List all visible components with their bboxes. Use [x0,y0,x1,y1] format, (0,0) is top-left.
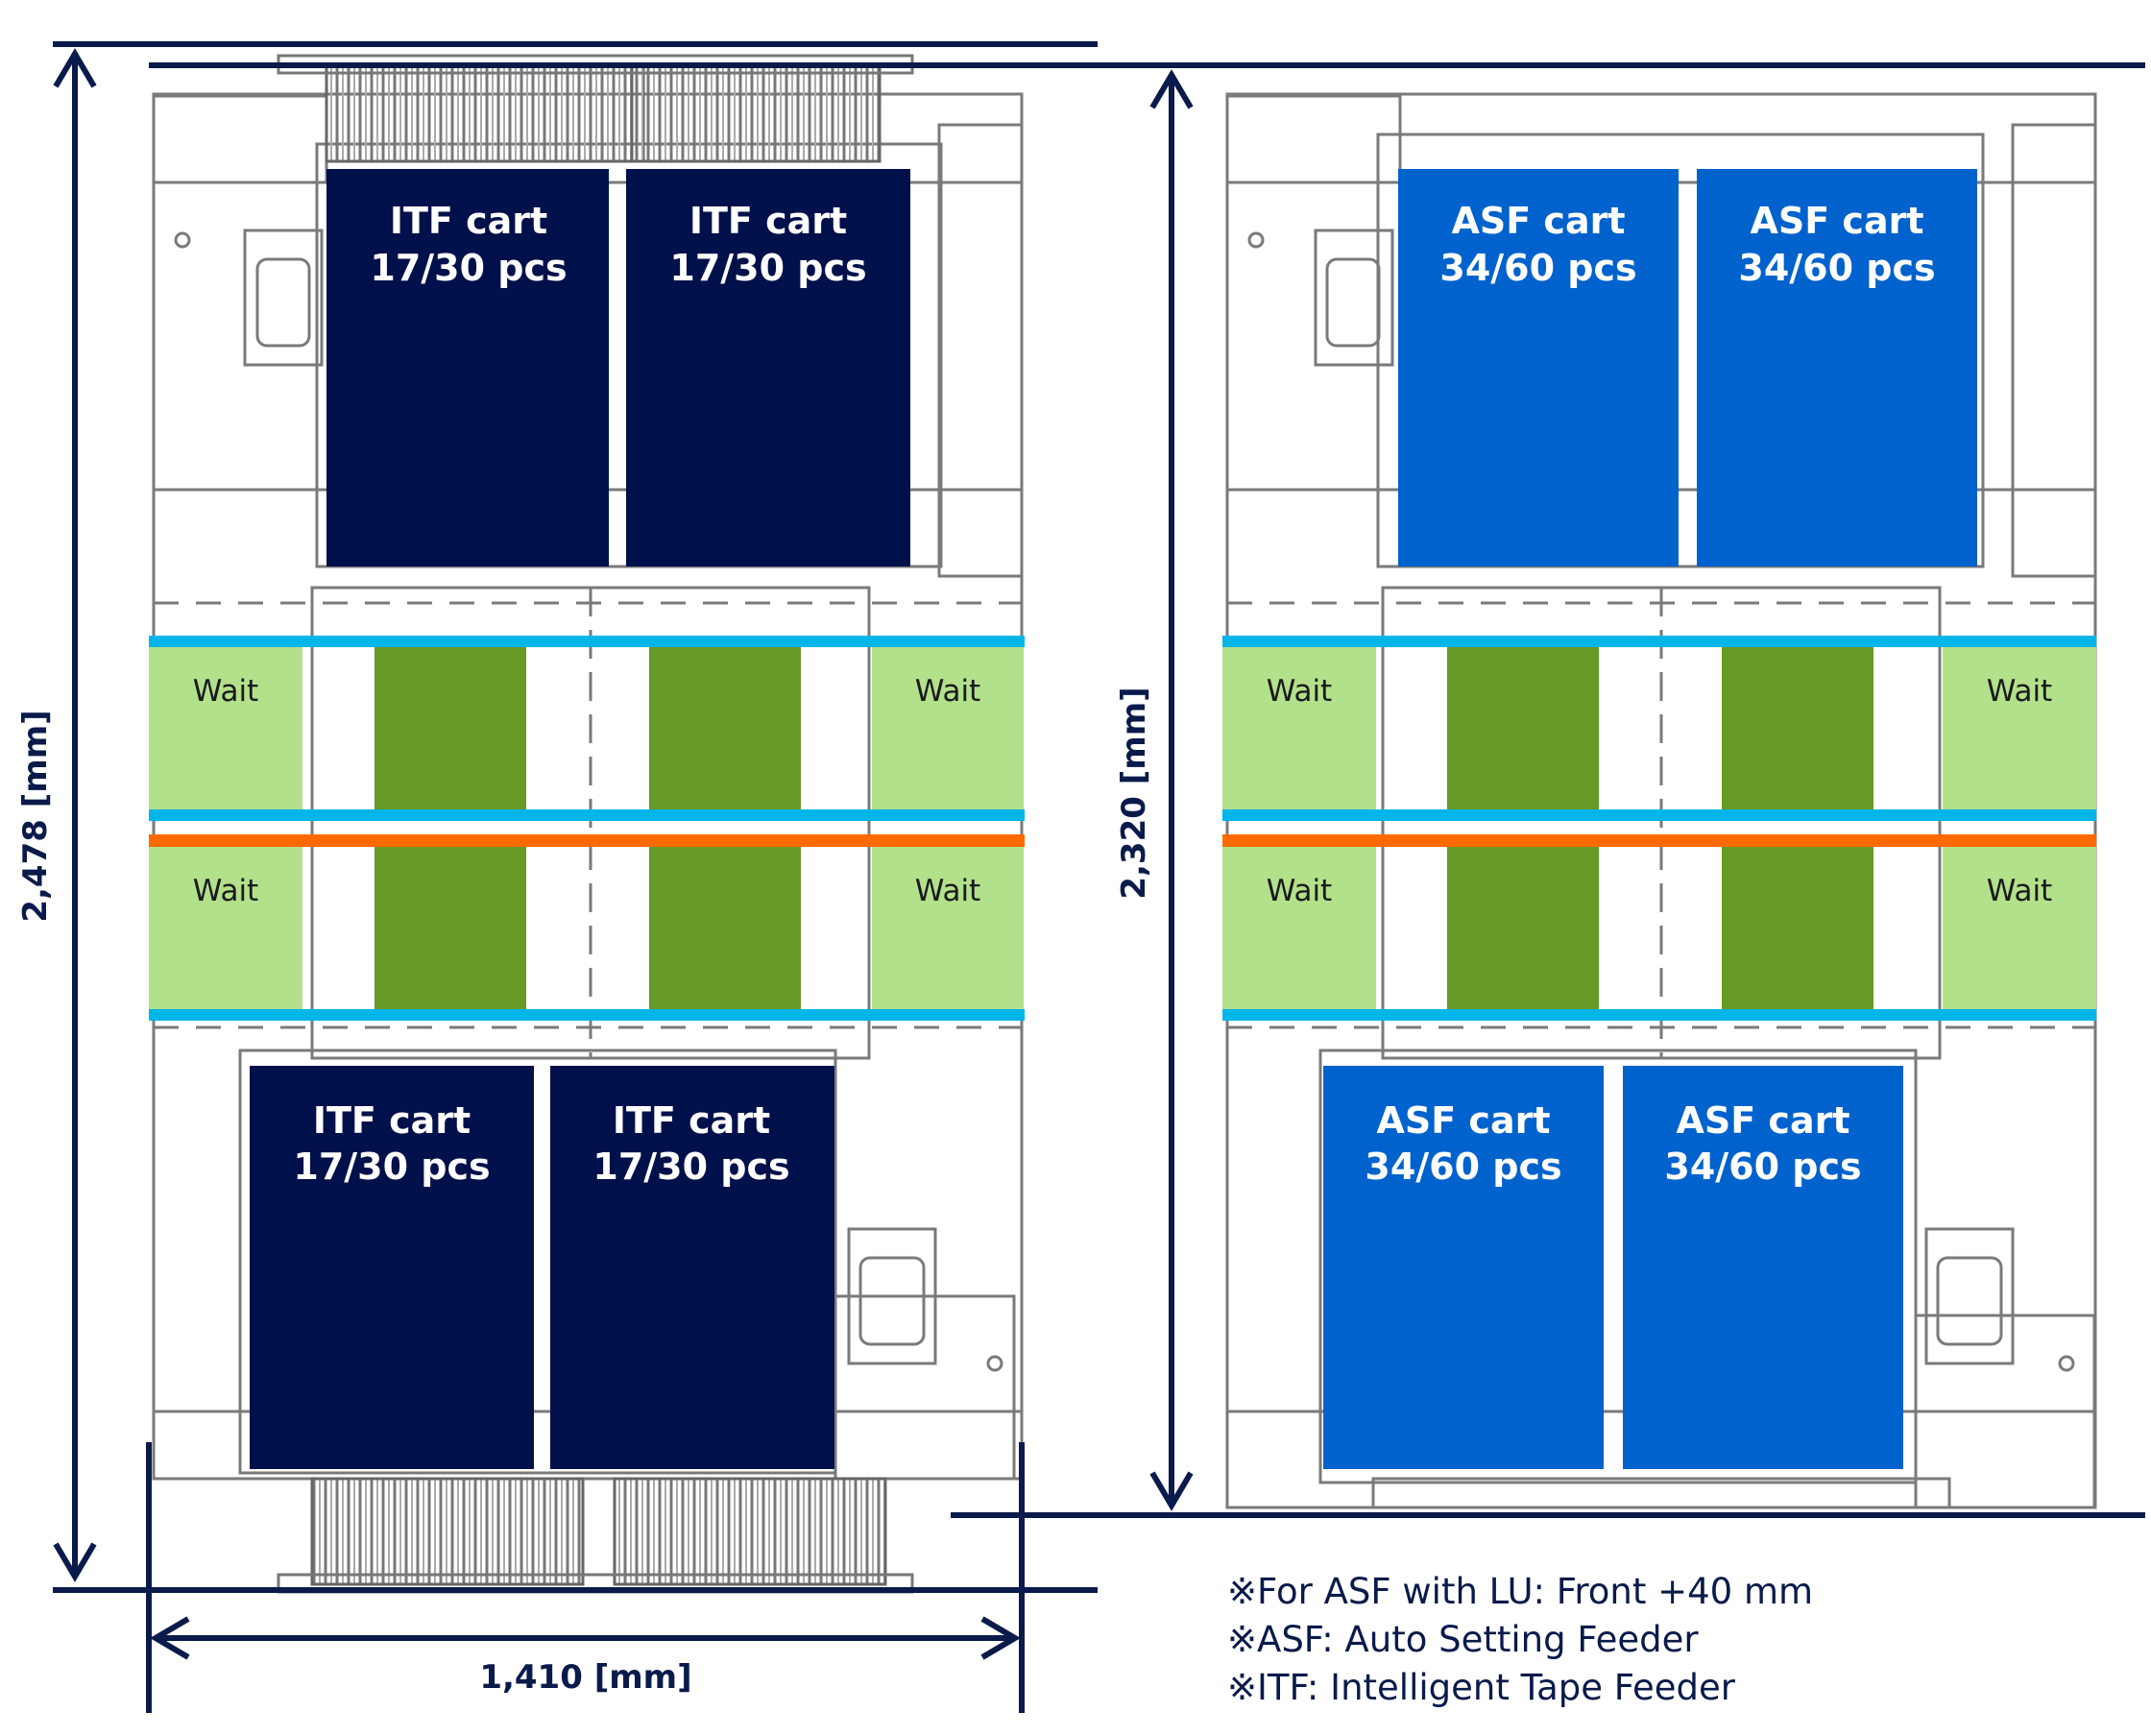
cart-count: 34/60 pcs [1738,247,1935,289]
wait-zone [872,845,1024,1010]
rail-blue [149,636,1025,647]
cart-count: 17/30 pcs [293,1145,490,1188]
asf-carts: ASF cart 34/60 pcs ASF cart 34/60 pcs AS… [1323,169,1977,1469]
right-height-dimension [149,62,2145,1518]
rail-blue [1222,809,2096,821]
left-height-label: 2,478 [mm] [16,710,55,922]
rail-orange [149,834,1025,847]
left-height-dimension [53,41,1098,1593]
asf-cart [1323,1066,1604,1469]
left-width-dimension [146,1442,1025,1713]
wait-label: Wait [1267,674,1332,709]
cart-title: ITF cart [390,200,547,242]
footnotes: ※For ASF with LU: Front +40 mm ※ASF: Aut… [1227,1571,1813,1708]
wait-zone [1943,645,2096,810]
left-zones [149,636,1025,1021]
asf-cart [1623,1066,1903,1469]
work-zone [1447,845,1599,1010]
cart-title: ASF cart [1451,200,1625,242]
itf-cart [326,169,609,567]
left-top-feeders [277,54,914,163]
wait-zone [1222,845,1376,1010]
rail-blue [149,1009,1025,1021]
wait-label: Wait [1267,874,1332,908]
wait-label: Wait [193,874,258,908]
cart-title: ITF cart [613,1099,770,1142]
wait-label: Wait [193,674,258,709]
cart-title: ITF cart [313,1099,471,1142]
cart-count: 17/30 pcs [370,247,567,289]
cart-count: 34/60 pcs [1439,247,1636,289]
work-zone [375,645,526,810]
work-zone [1722,645,1873,810]
asf-cart [1398,169,1679,567]
cart-count: 17/30 pcs [669,247,866,289]
wait-zone [149,645,302,810]
rail-orange [1222,834,2096,847]
cart-title: ITF cart [689,200,847,242]
wait-label: Wait [1987,674,2052,709]
itf-cart [550,1066,834,1469]
work-zone [649,845,801,1010]
rail-blue [1222,636,2096,647]
work-zone [1722,845,1873,1010]
itf-carts: ITF cart 17/30 pcs ITF cart 17/30 pcs IT… [250,169,910,1469]
wait-label: Wait [915,674,980,709]
wait-zone [872,645,1024,810]
left-width-label: 1,410 [mm] [479,1658,691,1697]
cart-title: ASF cart [1676,1099,1849,1142]
asf-cart [1697,169,1977,567]
wait-label: Wait [1987,874,2052,908]
wait-zone [149,845,302,1010]
rail-blue [149,809,1025,821]
cart-title: ASF cart [1750,200,1923,242]
right-zones [1222,636,2096,1021]
wait-labels: Wait Wait Wait Wait Wait Wait Wait Wait [193,674,2052,908]
cart-count: 17/30 pcs [592,1145,789,1188]
rail-blue [1222,1009,2096,1021]
cart-count: 34/60 pcs [1664,1145,1861,1188]
work-zone [649,645,801,810]
work-zone [1447,645,1599,810]
wait-zone [1943,845,2096,1010]
itf-cart [626,169,910,567]
footnote: ※For ASF with LU: Front +40 mm [1227,1571,1813,1612]
footnote: ※ITF: Intelligent Tape Feeder [1227,1667,1736,1708]
wait-zone [1222,645,1376,810]
itf-cart [250,1066,534,1469]
cart-count: 34/60 pcs [1365,1145,1561,1188]
cart-title: ASF cart [1376,1099,1550,1142]
footnote: ※ASF: Auto Setting Feeder [1227,1619,1699,1660]
wait-label: Wait [915,874,980,908]
work-zone [375,845,526,1010]
right-height-label: 2,320 [mm] [1115,687,1153,899]
left-bottom-feeders [277,1477,914,1594]
